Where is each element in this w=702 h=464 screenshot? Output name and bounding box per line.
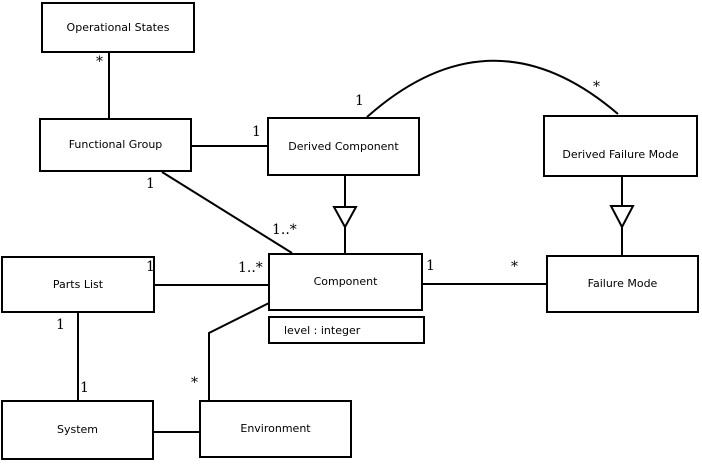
class-name: Operational States: [66, 20, 170, 34]
class-name: Derived Failure Mode: [562, 148, 679, 162]
class-box-failure-mode: Failure Mode: [546, 255, 699, 313]
class-name: System: [56, 423, 99, 437]
multiplicity-failure-mode-end: *: [511, 259, 518, 275]
multiplicity-environment-end: *: [191, 375, 198, 391]
multiplicity-derived-component-end: 1: [252, 124, 261, 140]
multiplicity-component-end-failure-mode: 1: [426, 258, 435, 274]
multiplicity-parts-list-system-bottom: 1: [80, 380, 89, 396]
class-name: Environment: [240, 422, 311, 436]
multiplicity-arc-derived-component-end: 1: [355, 93, 364, 109]
class-box-component: Component: [268, 253, 423, 311]
attribute-label: level : integer: [284, 323, 361, 337]
multiplicity-arc-derived-failure-mode-end: *: [593, 79, 600, 95]
multiplicity-functional-group-end: 1: [146, 176, 155, 192]
multiplicity-operational-states: *: [96, 54, 103, 70]
class-name: Functional Group: [68, 138, 163, 152]
multiplicity-parts-list-end: 1: [146, 259, 155, 275]
generalization-arrow-icon: [332, 206, 358, 230]
class-box-derived-failure-mode: Derived Failure Mode: [543, 115, 698, 177]
multiplicity-parts-list-system-top: 1: [56, 317, 65, 333]
generalization-arrow-icon: [609, 205, 635, 230]
class-box-operational-states: Operational States: [41, 2, 195, 53]
class-name: Component: [313, 275, 378, 289]
class-name: Derived Component: [288, 139, 399, 153]
class-name: Parts List: [52, 277, 104, 291]
class-box-functional-group: Functional Group: [39, 118, 192, 172]
class-name: Failure Mode: [587, 277, 658, 291]
edge-functional-group-component: [161, 171, 293, 254]
class-attributes-component: level : integer: [268, 316, 425, 344]
multiplicity-component-end-functional-group: 1..*: [272, 222, 297, 238]
class-box-environment: Environment: [199, 400, 352, 458]
multiplicity-component-end-parts-list: 1..*: [238, 260, 263, 276]
class-box-derived-component: Derived Component: [267, 117, 420, 176]
class-box-system: System: [1, 400, 154, 460]
class-box-parts-list: Parts List: [1, 256, 155, 313]
edge-component-environment: [208, 302, 270, 400]
edge-derived-component-derived-failure-mode-arc: [366, 59, 619, 118]
